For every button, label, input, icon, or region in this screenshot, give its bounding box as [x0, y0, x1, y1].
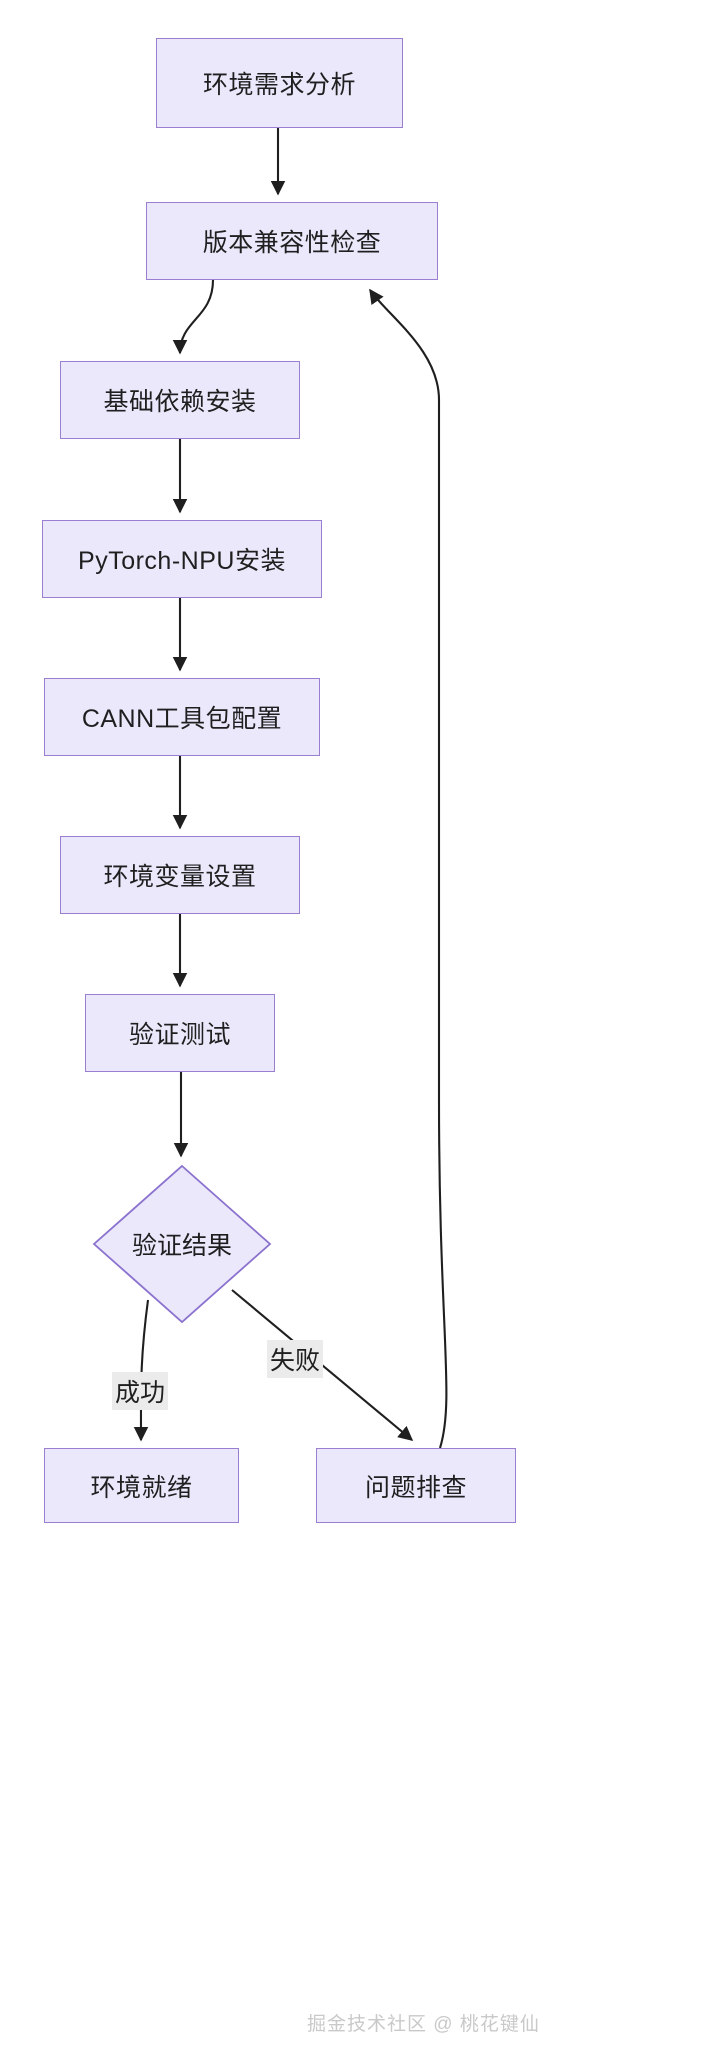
node-pytorch-npu-install[interactable]: PyTorch-NPU安装: [42, 520, 322, 598]
node-verification-test[interactable]: 验证测试: [85, 994, 275, 1072]
node-environment-ready[interactable]: 环境就绪: [44, 1448, 239, 1523]
node-verification-result-decision[interactable]: 验证结果: [92, 1164, 272, 1324]
edge-label-failure: 失败: [267, 1340, 324, 1378]
edge-n10-n2: [369, 288, 448, 1449]
node-environment-requirement-analysis[interactable]: 环境需求分析: [156, 38, 403, 128]
edge-label-success: 成功: [112, 1372, 169, 1410]
node-environment-variable-setup[interactable]: 环境变量设置: [60, 836, 300, 914]
node-version-compatibility-check[interactable]: 版本兼容性检查: [146, 202, 438, 280]
node-base-dependency-install[interactable]: 基础依赖安装: [60, 361, 300, 439]
edge-n2-n3: [172, 279, 215, 355]
diamond-shape: [92, 1164, 272, 1324]
watermark: 掘金技术社区 @ 桃花键仙: [307, 2014, 540, 2035]
node-problem-troubleshooting[interactable]: 问题排查: [316, 1448, 516, 1523]
node-verification-result-label: 验证结果: [131, 1232, 232, 1260]
node-cann-toolkit-config[interactable]: CANN工具包配置: [44, 678, 320, 756]
